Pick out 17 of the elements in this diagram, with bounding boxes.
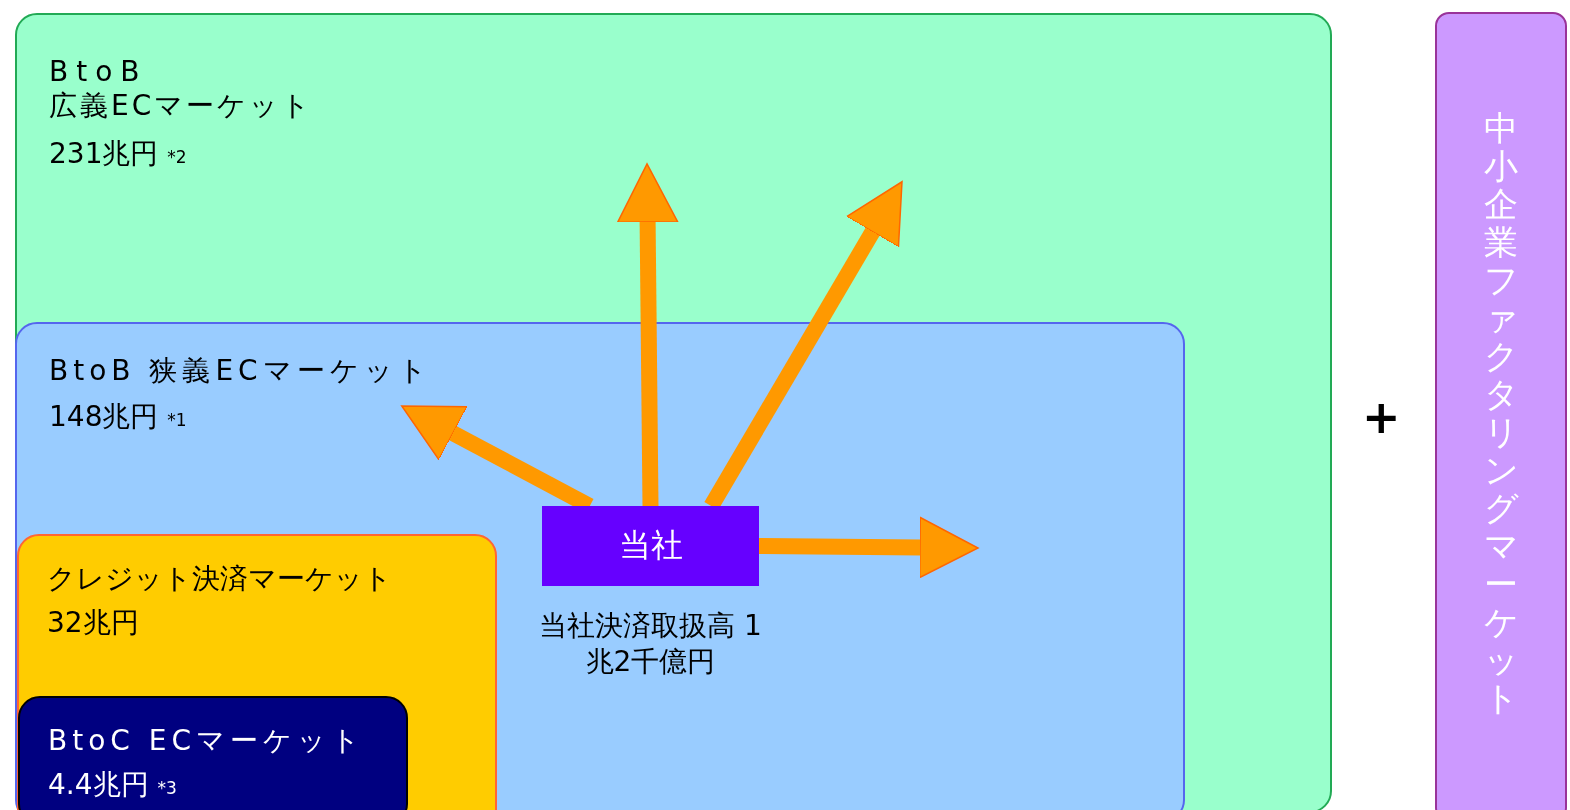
vertical-label: 中小企業ファクタリングマーケット: [1482, 109, 1520, 717]
market-title: BtoB 狭義ECマーケット: [49, 354, 432, 388]
volume-label: 当社決済取扱高 1兆2千億円: [538, 608, 763, 680]
company-box: 当社: [542, 506, 759, 586]
growth-arrow: [616, 163, 679, 507]
market-title: BtoC ECマーケット: [48, 724, 365, 758]
market-value: 広義ECマーケット: [49, 89, 314, 123]
market-value: 32兆円: [47, 606, 139, 640]
market-title: BtoB: [49, 55, 148, 89]
market-title: クレジット決済マーケット: [47, 562, 392, 596]
market-panel: [15, 322, 1185, 810]
plus-sign: +: [1362, 392, 1401, 442]
growth-arrow: [758, 516, 979, 579]
market-panel: [18, 696, 408, 810]
market-panel: [1435, 12, 1567, 810]
market-panel: [15, 13, 1332, 810]
market-panel: [17, 534, 497, 810]
